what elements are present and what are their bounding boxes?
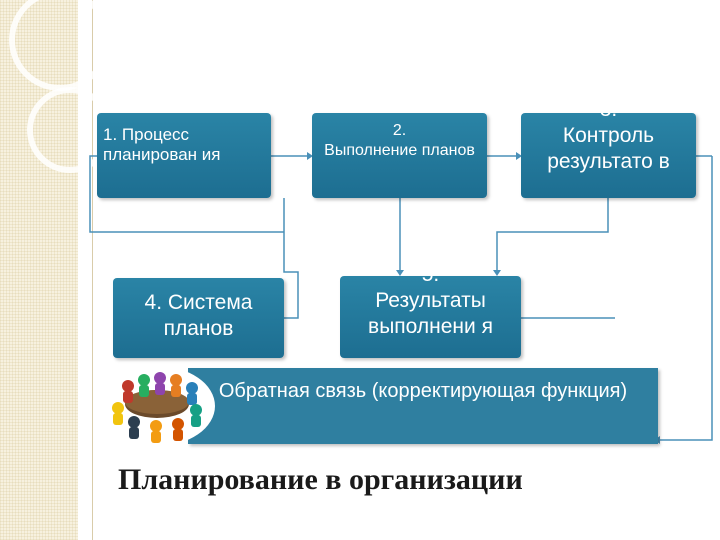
box-1-label: 1. Процесс планирован ия: [103, 125, 221, 164]
box-2-label: Выполнение планов: [324, 142, 475, 159]
feedback-box: Обратная связь (корректирующая функция): [188, 368, 658, 444]
line-1-to-4: [283, 198, 299, 319]
meeting-team-image: [99, 366, 215, 446]
box-5-number: 5.: [340, 276, 521, 288]
box-plan-execution: 2. Выполнение планов: [312, 113, 487, 198]
decorative-divider: [92, 0, 93, 540]
box-execution-results: 5. Результаты выполнени я: [340, 276, 521, 358]
box-results-control: 3. Контроль результато в: [521, 113, 696, 198]
box-5-label: Результаты выполнени я: [368, 289, 493, 338]
box-planning-process: 1. Процесс планирован ия: [97, 113, 271, 198]
box-3-number: 3.: [521, 113, 696, 123]
line-left-loop: [89, 155, 284, 233]
slide-caption: Планирование в организации: [118, 463, 523, 496]
line-3-to-5: [496, 198, 609, 270]
box-2-number: 2.: [392, 122, 407, 139]
box-3-label: Контроль результато в: [547, 124, 670, 173]
line-right-feedback: [660, 156, 713, 441]
feedback-label: Обратная связь (корректирующая функция): [218, 380, 628, 402]
box-4-label: 4. Система планов: [144, 291, 253, 340]
box-plan-system: 4. Система планов: [113, 278, 284, 358]
